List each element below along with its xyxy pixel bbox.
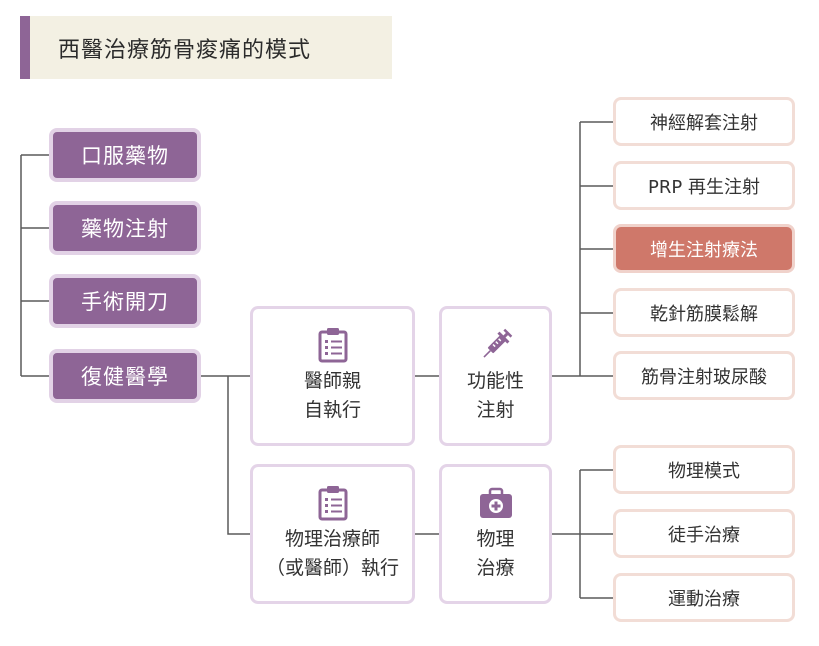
oral-medication-box: 口服藥物 [49,128,201,182]
prp-injection-label: PRP 再生注射 [648,176,760,198]
page-title: 西醫治療筋骨痠痛的模式 [58,38,312,63]
nerve-release-injection-box: 神經解套注射 [613,97,795,146]
clipboard-icon [318,486,347,521]
functional-injection-box: 功能性 注射 [439,306,552,446]
prolotherapy-box: 增生注射療法 [613,224,795,273]
prp-injection-box: PRP 再生注射 [613,161,795,210]
therapist-performed-line2: （或醫師）執行 [265,557,399,579]
rehab-medicine-box: 復健醫學 [49,349,201,403]
oral-medication-label: 口服藥物 [81,144,169,168]
exercise-therapy-box: 運動治療 [613,573,795,622]
manual-therapy-box: 徒手治療 [613,509,795,558]
therapist-performed-box: 物理治療師 （或醫師）執行 [250,464,415,604]
physical-modality-label: 物理模式 [668,460,740,482]
surgery-box: 手術開刀 [49,274,201,328]
prolotherapy-label: 增生注射療法 [650,239,758,261]
doctor-performed-box: 醫師親 自執行 [250,306,415,446]
physical-therapy-box: 物理 治療 [439,464,552,604]
syringe-icon [482,328,512,358]
functional-injection-line1: 功能性 [466,370,524,392]
dry-needling-box: 乾針筋膜鬆解 [613,288,795,337]
hyaluronic-acid-injection-box: 筋骨注射玻尿酸 [613,351,795,400]
drug-injection-label: 藥物注射 [81,217,169,241]
clipboard-icon [318,328,347,363]
surgery-label: 手術開刀 [81,290,169,314]
exercise-therapy-label: 運動治療 [668,588,740,610]
dry-needling-label: 乾針筋膜鬆解 [650,303,758,325]
physical-therapy-line1: 物理 [476,528,515,550]
rehab-medicine-label: 復健醫學 [81,365,169,389]
medical-kit-icon [479,487,512,518]
doctor-performed-line1: 醫師親 [303,370,361,392]
hyaluronic-acid-injection-label: 筋骨注射玻尿酸 [641,366,767,388]
physical-modality-box: 物理模式 [613,445,795,494]
title-band [20,16,392,79]
drug-injection-box: 藥物注射 [49,201,201,255]
manual-therapy-label: 徒手治療 [668,524,740,546]
title-accent-bar [20,16,30,79]
rehab-branch-vertical [227,376,250,535]
doctor-performed-line2: 自執行 [303,399,361,421]
physical-therapy-line2: 治療 [476,557,515,579]
therapist-performed-line1: 物理治療師 [284,528,380,550]
functional-injection-line2: 注射 [476,399,515,421]
nerve-release-injection-label: 神經解套注射 [650,112,758,134]
